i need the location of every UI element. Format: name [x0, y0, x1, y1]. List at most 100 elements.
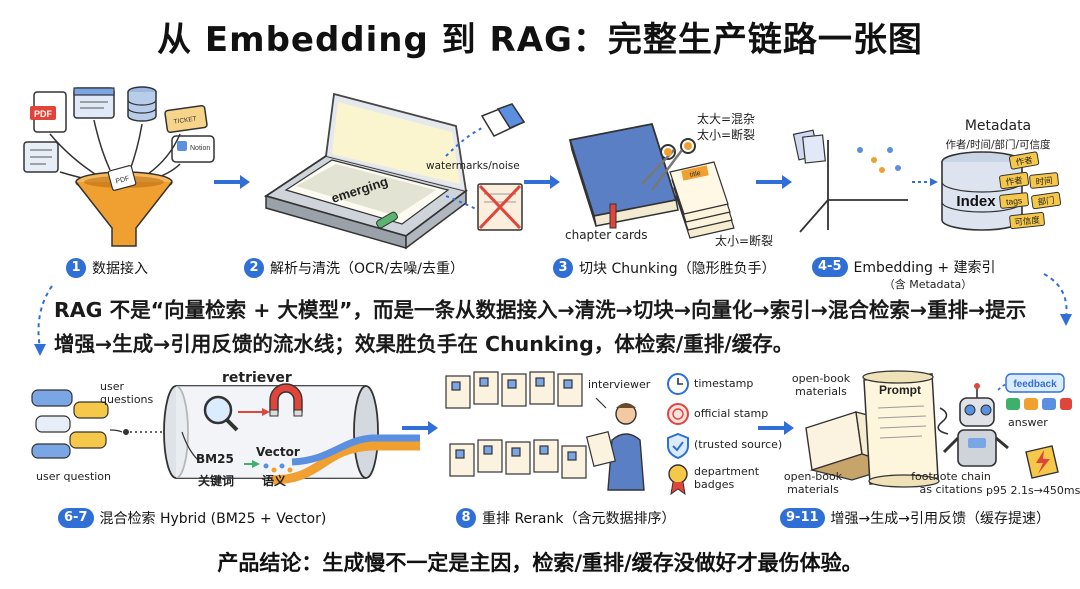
database-icon [127, 86, 157, 122]
card-stack-icon: title [669, 161, 735, 239]
book-icon [568, 122, 679, 229]
scissors-icon [641, 138, 696, 191]
svg-text:Prompt: Prompt [879, 383, 921, 397]
funnel-icon: PDF [75, 165, 173, 247]
clock-icon [667, 373, 689, 395]
embedding-index-illustration: Index 作者 作者 时间 tags 部门 可信度 [792, 129, 1062, 233]
prompt-scroll-icon: Prompt [862, 370, 940, 488]
wrap-arrow-left [34, 285, 53, 356]
flow-arrow-5 [758, 421, 794, 435]
user-question-label: user question [36, 470, 112, 483]
crossed-document-icon [477, 183, 523, 231]
svg-text:feedback: feedback [1013, 379, 1057, 390]
trusted-source-label: (trusted source) [694, 438, 783, 451]
open-book-label-top: open-book materials [791, 372, 851, 398]
svg-text:作者: 作者 [1005, 175, 1024, 187]
too-big-label: 太大=混杂 [697, 112, 756, 126]
step-8-text: 重排 Rerank（含元数据排序） [482, 511, 676, 527]
step-3-text: 切块 Chunking（隐形胜负手） [579, 261, 776, 277]
retriever-label: retriever [222, 370, 292, 386]
flow-arrow-4 [402, 421, 438, 435]
too-small-label: 太小=断裂 [697, 128, 756, 142]
step-9-11-number: 9-11 [780, 508, 825, 528]
robot-icon [942, 383, 1009, 467]
product-conclusion: 产品结论：生成慢不一定是主因，检索/重排/缓存没做好才最伤体验。 [217, 551, 863, 575]
watermarks-label: watermarks/noise [426, 160, 520, 172]
shield-icon [667, 432, 689, 460]
scanner-icon: emerging [263, 92, 469, 250]
step-9-11-label: 9-11 增强→生成→引用反馈（缓存提速） [780, 508, 1050, 528]
svg-text:PDF: PDF [34, 109, 53, 119]
step-2-number: 2 [244, 258, 264, 278]
svg-text:作者: 作者 [1015, 154, 1034, 167]
chat-bubbles-icon [31, 389, 109, 459]
chapter-cards-label: chapter cards [565, 228, 648, 242]
timestamp-label: timestamp [694, 377, 754, 390]
step-1-label: 1 数据接入 [66, 258, 148, 278]
flow-arrow-1 [214, 175, 250, 189]
step-4-5-number: 4-5 [812, 257, 848, 277]
step-2-label: 2 解析与清洗（OCR/去噪/去重） [244, 258, 464, 278]
merge-stream-icon [271, 434, 420, 485]
user-questions-label: user questions [100, 380, 154, 406]
svg-text:时间: 时间 [1035, 175, 1053, 187]
mini-cards-icon [792, 129, 826, 164]
ticket-icon: TICKET [164, 104, 208, 134]
too-small-label-2: 太小=断裂 [715, 234, 774, 248]
step-9-11-text: 增强→生成→引用反馈（缓存提速） [830, 511, 1051, 527]
page-title: 从 Embedding 到 RAG：完整生产链路一张图 [157, 20, 923, 60]
eraser-icon [480, 103, 526, 137]
metadata-tags-icon: 作者 作者 时间 tags 部门 可信度 [999, 151, 1062, 230]
metadata-title: Metadata [964, 118, 1032, 134]
step-8-number: 8 [456, 508, 476, 528]
svg-text:可信度: 可信度 [1014, 215, 1041, 228]
generation-illustration: Prompt feedback [805, 370, 1072, 488]
interviewer-icon [585, 403, 645, 491]
rating-icons [1006, 398, 1072, 410]
hybrid-retrieval-illustration [31, 383, 420, 485]
step-4-5-text: Embedding + 建索引 [853, 260, 996, 276]
wrap-arrow-right [1043, 273, 1072, 326]
feedback-bubble-icon: feedback [1005, 373, 1065, 393]
svg-text:Index: Index [956, 193, 996, 210]
vector-axes-icon [799, 140, 908, 233]
interviewer-label: interviewer [588, 378, 651, 391]
step-1-number: 1 [66, 258, 86, 278]
step-4-5-label: 4-5 Embedding + 建索引 [812, 257, 996, 277]
step-1-text: 数据接入 [92, 261, 148, 277]
scanner-illustration: emerging [263, 92, 526, 250]
p95-latency-label: p95 2.1s→450ms [986, 484, 1080, 497]
pdf-doc-icon: PDF [30, 91, 67, 133]
flow-arrow-3 [756, 175, 792, 189]
step-2-text: 解析与清洗（OCR/去噪/去重） [270, 261, 464, 277]
svg-text:PDF: PDF [115, 175, 130, 185]
department-badges-label: department badges [694, 465, 760, 491]
document-icon [23, 141, 59, 173]
svg-text:title: title [689, 170, 701, 179]
stamp-icon [667, 403, 689, 425]
svg-text:TICKET: TICKET [173, 116, 197, 126]
lightning-box-icon [1025, 445, 1059, 479]
footnote-chain-label: footnote chain as citations [911, 470, 991, 496]
step-8-label: 8 重排 Rerank（含元数据排序） [456, 508, 675, 528]
badge-icon [668, 464, 688, 496]
notion-icon: Notion [171, 135, 215, 163]
rerank-illustration [445, 371, 645, 491]
keywords-label: 关键词 [198, 474, 235, 488]
step-4-5-sublabel: （含 Metadata） [883, 278, 973, 291]
answer-label: answer [1008, 416, 1048, 429]
chunking-illustration: title [568, 122, 735, 239]
metadata-fields: 作者/时间/部门/可信度 [945, 139, 1051, 151]
magnet-icon [269, 383, 303, 417]
svg-text:Notion: Notion [190, 145, 210, 152]
magnifier-icon [203, 395, 239, 432]
step-6-7-number: 6-7 [58, 508, 94, 528]
rerank-criteria-icons [667, 373, 689, 496]
bm25-label: BM25 [196, 452, 234, 466]
pipeline-summary: RAG 不是“向量检索 + 大模型”，而是一条从数据接入→清洗→切块→向量化→索… [54, 298, 1027, 356]
svg-text:部门: 部门 [1037, 195, 1055, 207]
open-book-label-bottom: open-book materials [783, 470, 843, 496]
flow-arrow-2 [524, 175, 560, 189]
